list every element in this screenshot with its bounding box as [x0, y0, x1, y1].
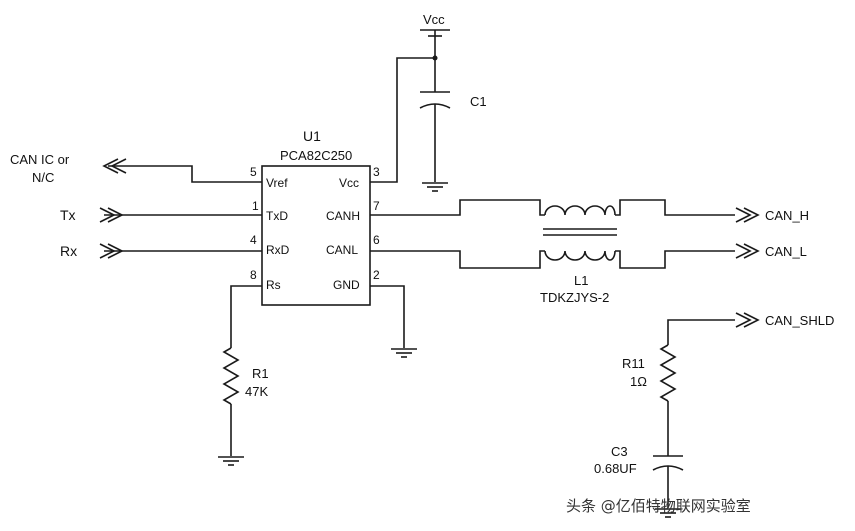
r11-ref: R11	[622, 356, 645, 371]
ground-symbol	[655, 508, 681, 518]
rx-label: Rx	[60, 243, 77, 259]
can-h-label: CAN_H	[765, 208, 809, 223]
vref-port: CAN IC or N/C	[10, 152, 262, 185]
resistor-r1: R1 47K	[218, 285, 269, 466]
canl-path	[370, 250, 735, 269]
pin-num-8: 8	[250, 268, 257, 282]
pin-name-rs: Rs	[266, 278, 281, 292]
capacitor-c3: C3 0.68UF	[594, 444, 684, 518]
common-mode-choke-l1: L1 TDKZJYS-2	[540, 205, 617, 305]
pin-name-rxd: RxD	[266, 243, 290, 257]
pin-name-canh: CANH	[326, 209, 360, 223]
pin-num-2: 2	[373, 268, 380, 282]
ic-u1: U1 PCA82C250 Vref 5 TxD 1 RxD 4 Rs 8 Vcc…	[250, 128, 380, 306]
vref-port-label-2: N/C	[32, 170, 54, 185]
pin-num-7: 7	[373, 199, 380, 213]
resistor-r11: R11 1Ω	[622, 344, 677, 456]
vcc-supply: Vcc	[420, 12, 450, 61]
can-h-port: CAN_H	[735, 207, 809, 223]
pin-num-4: 4	[250, 233, 257, 247]
l1-part: TDKZJYS-2	[540, 290, 609, 305]
rx-port: Rx	[60, 243, 262, 259]
l1-ref: L1	[574, 273, 588, 288]
r1-value: 47K	[245, 384, 268, 399]
gnd-pin-wire	[370, 285, 417, 358]
r11-value: 1Ω	[630, 374, 647, 389]
vref-port-label-1: CAN IC or	[10, 152, 70, 167]
vcc-label: Vcc	[423, 12, 445, 27]
u1-part: PCA82C250	[280, 148, 352, 163]
canh-path	[370, 199, 735, 216]
pin-name-vref: Vref	[266, 176, 288, 190]
can-shld-label: CAN_SHLD	[765, 313, 834, 328]
pin-num-5: 5	[250, 165, 257, 179]
vcc-wire	[370, 57, 435, 183]
c3-value: 0.68UF	[594, 461, 637, 476]
can-l-port: CAN_L	[735, 243, 807, 259]
pin-num-6: 6	[373, 233, 380, 247]
u1-ref: U1	[303, 128, 321, 144]
pin-name-vcc: Vcc	[339, 176, 359, 190]
capacitor-c1: C1	[419, 58, 487, 192]
c3-ref: C3	[611, 444, 628, 459]
pin-name-txd: TxD	[266, 209, 288, 223]
c1-label: C1	[470, 94, 487, 109]
pin-num-3: 3	[373, 165, 380, 179]
ground-symbol	[422, 182, 448, 192]
can-shld-port: CAN_SHLD	[667, 312, 834, 345]
pin-num-1: 1	[252, 199, 259, 213]
r1-ref: R1	[252, 366, 269, 381]
pin-name-gnd: GND	[333, 278, 360, 292]
watermark-text: 头条 @亿佰特物联网实验室	[566, 497, 751, 515]
pin-name-canl: CANL	[326, 243, 358, 257]
tx-port: Tx	[60, 207, 262, 223]
ground-symbol	[218, 456, 244, 466]
tx-label: Tx	[60, 207, 76, 223]
can-l-label: CAN_L	[765, 244, 807, 259]
